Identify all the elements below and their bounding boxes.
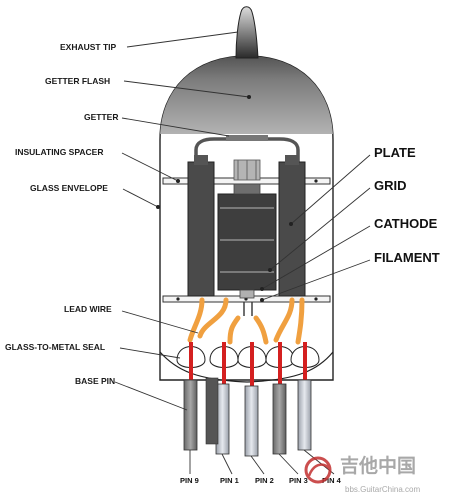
label-exhaust-tip: EXHAUST TIP (60, 42, 117, 52)
pin-label-2: PIN 2 (255, 476, 274, 485)
pin-4 (297, 379, 312, 451)
watermark-logo-icon (304, 456, 332, 484)
watermark: 吉他中国 bbs.GuitarChina.com (304, 454, 420, 494)
left-labels: EXHAUST TIP GETTER FLASH GETTER INSULATI… (5, 31, 251, 411)
pin-label-9: PIN 9 (180, 476, 199, 485)
label-getter: GETTER (84, 112, 118, 122)
label-insulating-spacer: INSULATING SPACER (15, 147, 103, 157)
right-labels: PLATE GRID CATHODE FILAMENT (260, 145, 440, 302)
label-getter-flash: GETTER FLASH (45, 76, 110, 86)
pin-2 (244, 385, 259, 457)
pin-label-1: PIN 1 (220, 476, 239, 485)
pin-3 (272, 383, 287, 455)
glass-to-metal-seal (176, 342, 320, 386)
label-glass-to-metal-seal: GLASS-TO-METAL SEAL (5, 342, 105, 352)
label-glass-envelope: GLASS ENVELOPE (30, 183, 108, 193)
pin-9 (183, 379, 198, 451)
getter (194, 135, 300, 163)
watermark-chinese: 吉他中国 (340, 454, 416, 477)
pin-labels: PIN 9 PIN 1 PIN 2 PIN 3 PIN 4 (180, 449, 342, 485)
plate (187, 155, 306, 297)
getter-flash (160, 56, 333, 134)
label-grid: GRID (374, 178, 407, 193)
filament (239, 289, 255, 316)
glass-base (159, 351, 334, 383)
label-plate: PLATE (374, 145, 416, 160)
pin-label-4: PIN 4 (322, 476, 342, 485)
grid (217, 193, 277, 291)
watermark-url: bbs.GuitarChina.com (345, 485, 420, 494)
base-pins (183, 377, 312, 457)
lead-wire (187, 297, 305, 345)
label-base-pin: BASE PIN (75, 376, 115, 386)
label-filament: FILAMENT (374, 250, 440, 265)
pin-label-3: PIN 3 (289, 476, 308, 485)
cathode (233, 159, 261, 195)
label-lead-wire: LEAD WIRE (64, 304, 112, 314)
exhaust-tip (235, 6, 259, 59)
label-cathode: CATHODE (374, 216, 438, 231)
